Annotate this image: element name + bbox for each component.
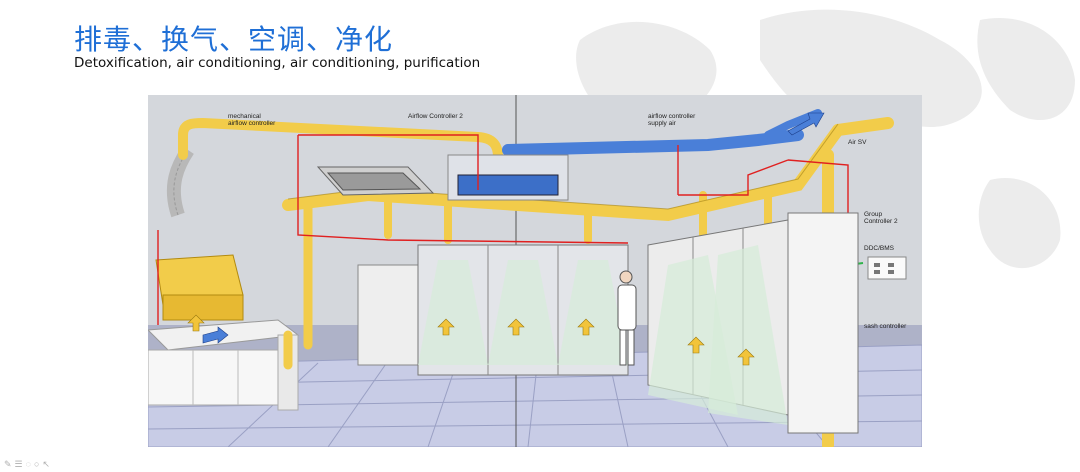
label-sash-controller: sash controller	[864, 323, 907, 330]
label-supply-air: airflow controller supply air	[648, 113, 696, 127]
list-icon[interactable]: ☰	[14, 459, 23, 469]
ddc-panel	[867, 256, 907, 280]
page-subtitle: Detoxification, air conditioning, air co…	[74, 55, 481, 71]
supply-arrows	[202, 112, 825, 344]
eraser-icon[interactable]: ◌	[25, 459, 31, 469]
left-workbench	[148, 319, 300, 411]
supply-duct	[447, 109, 822, 201]
control-wiring	[157, 134, 849, 325]
search-icon[interactable]: ○	[33, 459, 40, 469]
lab-ventilation-diagram: mechanical airflow controller Airflow Co…	[148, 95, 922, 447]
label-ddc-bms: DDC/BMS	[864, 245, 894, 252]
label-airflow-controller: Airflow Controller 2	[408, 113, 463, 120]
fume-hood-row	[357, 244, 629, 376]
annotation-toolbar: ✎ ☰ ◌ ○ ↖	[4, 458, 50, 470]
pen-icon[interactable]: ✎	[4, 459, 12, 469]
airflow-arrows	[187, 314, 755, 366]
page-title: 排毒、换气、空调、净化	[74, 23, 394, 56]
label-group-controller: Group Controller 2	[864, 211, 898, 225]
lab-technician	[617, 270, 637, 366]
label-mechanical-airflow: mechanical airflow controller	[228, 113, 276, 127]
label-air-sv: Air SV	[848, 139, 867, 146]
pointer-icon[interactable]: ↖	[42, 459, 50, 469]
right-hood-row	[647, 212, 859, 434]
